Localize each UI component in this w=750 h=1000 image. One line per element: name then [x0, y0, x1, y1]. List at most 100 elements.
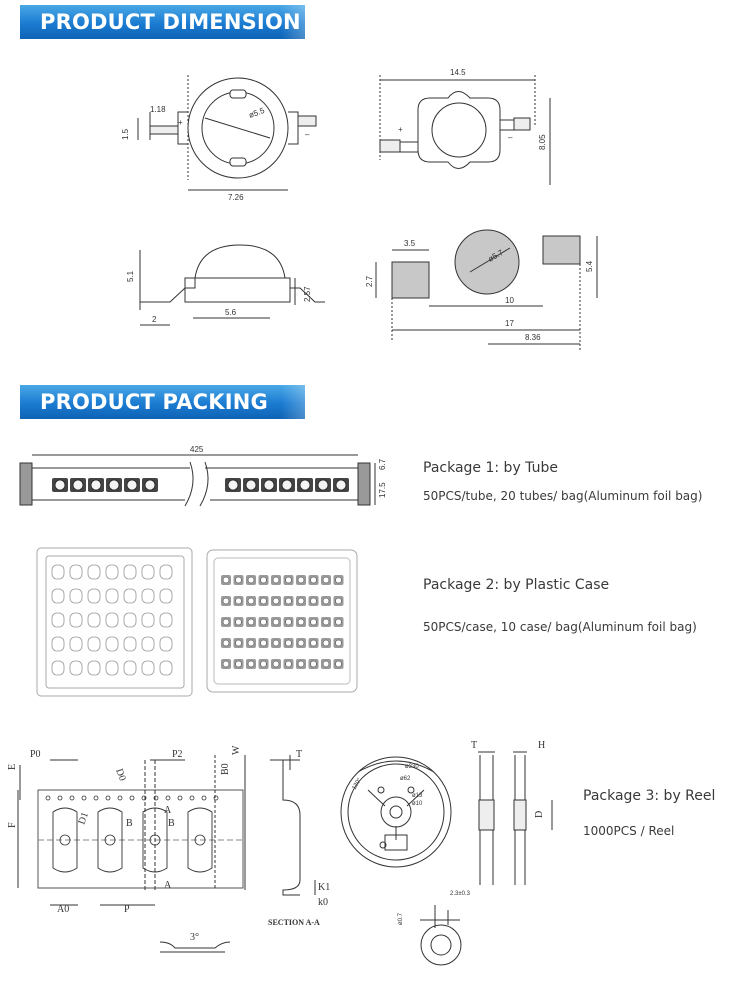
case-slot — [159, 564, 173, 580]
lbl-F: F — [7, 822, 18, 828]
tube-led-lens — [245, 479, 257, 491]
case-slot — [123, 612, 137, 628]
case-led-lens — [222, 618, 230, 626]
dim-pad-d6: 17 — [505, 319, 514, 328]
lbl-P2: P2 — [172, 749, 183, 760]
case-slot — [51, 588, 65, 604]
dim-pad-d5: 10 — [505, 296, 514, 305]
tube-led-lens — [263, 479, 275, 491]
case-slot — [69, 660, 83, 676]
case-led-lens — [335, 660, 342, 668]
case-led-lens — [310, 639, 317, 647]
case-led-lens — [310, 660, 317, 668]
case-led-lens — [335, 597, 342, 605]
sprocket-hole — [57, 795, 63, 801]
case-slot — [87, 612, 101, 628]
lbl-r2: ø62 — [400, 776, 411, 782]
case-led-lens — [310, 576, 317, 584]
tube-led-lens — [317, 479, 329, 491]
case-slot — [105, 612, 119, 628]
case-slot — [69, 588, 83, 604]
tape-pocket — [97, 807, 123, 873]
lbl-B-1: B — [126, 818, 133, 829]
case-slot — [141, 612, 155, 628]
tube-led-lens — [227, 479, 239, 491]
case-slot — [69, 636, 83, 652]
pocket-hole — [59, 834, 71, 846]
pocket-hole — [104, 834, 116, 846]
plastic-case-empty — [36, 547, 193, 697]
package-2-title: Package 2: by Plastic Case — [423, 577, 610, 593]
lbl-r5: 2.3±0.3 — [450, 891, 471, 897]
case-slot — [87, 564, 101, 580]
case-slot — [87, 588, 101, 604]
case-led-lens — [322, 660, 330, 668]
sprocket-hole — [81, 795, 87, 801]
section-a-a — [270, 755, 316, 896]
case-slot — [51, 564, 65, 580]
tube-leds — [52, 478, 349, 492]
case-led-lens — [247, 660, 255, 668]
package-1-title: Package 1: by Tube — [423, 460, 558, 476]
section-banner-packing: PRODUCT PACKING — [20, 385, 305, 419]
lbl-B0: B0 — [220, 763, 231, 775]
case-led-lens — [297, 576, 305, 584]
lbl-D1: D1 — [76, 811, 91, 826]
case-led-lens — [272, 639, 280, 647]
sprocket-hole — [201, 795, 207, 801]
case-slots — [51, 564, 173, 676]
case-led-lens — [247, 597, 255, 605]
case-led-lens — [222, 597, 230, 605]
case-led-lens — [322, 639, 330, 647]
case-led-lens — [272, 597, 280, 605]
lbl-P: P — [124, 904, 130, 915]
case-slot — [105, 636, 119, 652]
case-led-lens — [222, 660, 230, 668]
package-3-title: Package 3: by Reel — [583, 788, 716, 804]
case-led-lens — [235, 660, 242, 668]
tube-led-lens — [72, 479, 84, 491]
lbl-r6: 120° — [352, 777, 364, 791]
pad-layout — [375, 229, 598, 350]
dim-pad-d1: 3.5 — [404, 239, 416, 248]
lbl-W: W — [231, 745, 242, 755]
case-led-lens — [247, 576, 255, 584]
tape-pocket — [142, 807, 168, 873]
dim-tube-h2: 17.5 — [378, 482, 387, 498]
sign-minus-2: – — [508, 133, 513, 142]
sprocket-hole — [93, 795, 99, 801]
case-slot — [159, 636, 173, 652]
dim-pad-d4: 5.4 — [585, 260, 594, 272]
case-led-lens — [260, 618, 267, 626]
case-led-lens — [322, 618, 330, 626]
case-led-lens — [260, 660, 267, 668]
case-slot — [69, 612, 83, 628]
tube-led-lens — [144, 479, 156, 491]
lbl-T: T — [296, 749, 302, 760]
case-led-lens — [335, 576, 342, 584]
case-led-lens — [285, 597, 292, 605]
case-slot — [87, 636, 101, 652]
sprocket-hole — [141, 795, 147, 801]
dim-top1-d2: 1.5 — [121, 128, 130, 140]
dim-tube-h1: 6.7 — [378, 458, 387, 470]
sprocket-hole — [117, 795, 123, 801]
dim-top1-d3: ø5.5 — [248, 106, 267, 120]
case-slot — [69, 564, 83, 580]
tape-pocket — [52, 807, 78, 873]
case-slot — [123, 588, 137, 604]
case-led-lens — [297, 597, 305, 605]
lbl-A-top: A — [164, 805, 172, 816]
lbl-k0: k0 — [318, 897, 328, 908]
lbl-B-2: B — [168, 818, 175, 829]
led-side-view — [139, 244, 325, 326]
case-led-lens — [235, 597, 242, 605]
package-3-desc: 1000PCS / Reel — [583, 824, 675, 838]
dim-top2-d2: 8.05 — [538, 134, 547, 150]
tube-led-lens — [108, 479, 120, 491]
case-slot — [51, 660, 65, 676]
case-led-lens — [285, 660, 292, 668]
dim-side-d3: 2 — [152, 315, 157, 324]
case-led-lens — [260, 576, 267, 584]
plastic-case-filled — [206, 549, 358, 693]
